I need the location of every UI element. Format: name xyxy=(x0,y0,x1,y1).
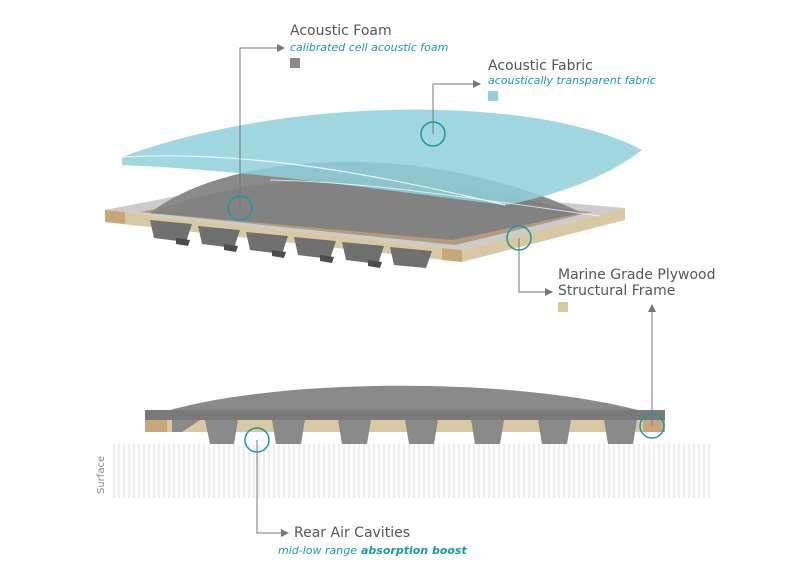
cavities-subtitle-prefix: mid-low range xyxy=(278,544,357,557)
cavities-subtitle: mid-low range absorption boost xyxy=(278,544,467,557)
plywood-leader xyxy=(518,238,553,296)
cavities-subtitle-bold: absorption boost xyxy=(361,544,467,557)
installed-panel xyxy=(113,385,710,498)
installed-edge-callout-circle xyxy=(639,413,665,439)
foam-callout-circle xyxy=(227,195,253,221)
callout-markers xyxy=(227,121,665,453)
installed-plywood-end-left xyxy=(145,420,167,432)
foam-subtitle: calibrated cell acoustic foam xyxy=(290,41,448,54)
installed-foam-band xyxy=(145,410,665,420)
plywood-label: Marine Grade Plywood Structural Frame xyxy=(558,267,715,312)
fabric-label: Acoustic Fabric acoustically transparent… xyxy=(488,58,656,101)
installed-foam-dome xyxy=(145,385,665,418)
plywood-title-line1: Marine Grade Plywood xyxy=(558,267,715,283)
plywood-corner-left xyxy=(105,210,125,224)
cavity-leader xyxy=(256,440,289,537)
foam-title: Acoustic Foam xyxy=(290,23,392,39)
exploded-panel xyxy=(105,109,642,268)
foam-teeth-top-dark xyxy=(176,238,382,268)
surface-wall xyxy=(113,444,710,498)
fabric-title: Acoustic Fabric xyxy=(488,58,593,74)
foam-teeth-top xyxy=(150,220,432,268)
installed-plywood-end-right xyxy=(643,420,665,432)
surface-label: Surface xyxy=(96,456,107,494)
plywood-frame-right-edge xyxy=(462,208,625,262)
plywood-swatch xyxy=(558,302,568,312)
installed-foam-teeth xyxy=(172,420,637,444)
plywood-callout-circle xyxy=(506,225,532,251)
acoustic-fabric-sheet xyxy=(122,109,642,205)
foam-leader xyxy=(239,44,285,208)
fabric-subtitle: acoustically transparent fabric xyxy=(488,74,656,87)
cavities-title: Rear Air Cavities xyxy=(294,525,410,541)
plywood-title-line2: Structural Frame xyxy=(558,283,675,299)
fabric-leader xyxy=(432,80,481,134)
acoustic-fabric-edge xyxy=(121,155,506,206)
cavities-label: Rear Air Cavities mid-low range absorptio… xyxy=(278,525,467,557)
fabric-swatch xyxy=(488,91,498,101)
fabric-wrap-line xyxy=(269,179,601,217)
fabric-callout-circle xyxy=(420,121,446,147)
foam-swatch xyxy=(290,58,300,68)
cavity-callout-circle xyxy=(244,427,270,453)
foam-label: Acoustic Foam calibrated cell acoustic f… xyxy=(290,23,448,68)
leader-lines xyxy=(239,44,656,537)
plywood-corner-right xyxy=(442,248,462,262)
